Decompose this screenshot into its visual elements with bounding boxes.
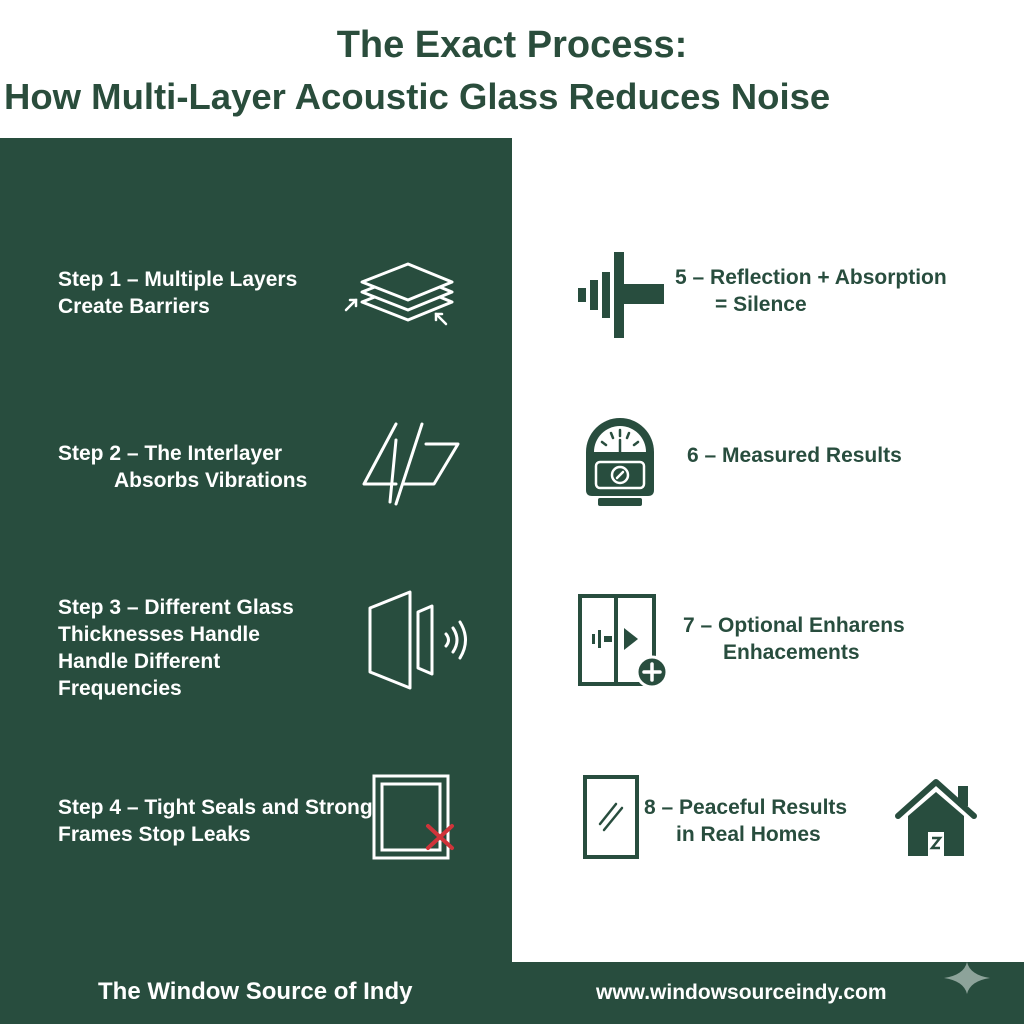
- step-4-text: Step 4 – Tight Seals and Strong Frames S…: [58, 794, 373, 848]
- step-8-text: 8 – Peaceful Results in Real Homes: [644, 794, 847, 848]
- step-8-line-2: in Real Homes: [676, 823, 821, 846]
- step-1-line-1: Step 1 – Multiple Layers: [58, 268, 298, 291]
- sound-wall-icon: [576, 252, 668, 338]
- step-7-line-1: 7 – Optional Enharens: [683, 614, 905, 637]
- step-2-line-2: Absorbs Vibrations: [114, 469, 308, 492]
- window-plus-icon: [576, 592, 672, 692]
- company-name: The Window Source of Indy: [98, 978, 413, 1005]
- page-subtitle: How Multi-Layer Acoustic Glass Reduces N…: [4, 76, 831, 117]
- sparkle-icon: [942, 960, 992, 1001]
- step-1-line-2: Create Barriers: [58, 295, 210, 318]
- step-3-line-1: Step 3 – Different Glass: [58, 596, 294, 619]
- step-5-text: 5 – Reflection + Absorption = Silence: [675, 264, 947, 318]
- website-link[interactable]: www.windowsourceindy.com: [596, 981, 887, 1004]
- house-icon: [894, 778, 980, 858]
- header: The Exact Process: How Multi-Layer Acous…: [0, 0, 1024, 138]
- window-pane-icon: [582, 774, 642, 860]
- step-7-text: 7 – Optional Enharens Enhacements: [683, 612, 905, 666]
- step-5-line-2: = Silence: [715, 293, 807, 316]
- stacked-layers-icon: [340, 250, 460, 340]
- step-3-line-2: Thicknesses Handle: [58, 623, 260, 646]
- step-4-line-2: Frames Stop Leaks: [58, 823, 251, 846]
- step-8-line-1: 8 – Peaceful Results: [644, 796, 848, 819]
- page-title: The Exact Process:: [336, 24, 688, 66]
- step-3-line-3: Handle Different: [58, 650, 221, 673]
- step-2-line-1: Step 2 – The Interlayer: [58, 442, 283, 465]
- step-3-line-4: Frequencies: [58, 677, 182, 700]
- interlayer-icon: [356, 422, 466, 506]
- step-1-text: Step 1 – Multiple Layers Create Barriers: [58, 266, 297, 320]
- frame-seal-icon: [372, 774, 458, 860]
- step-7-line-2: Enhacements: [723, 641, 860, 664]
- step-6-line-1: 6 – Measured Results: [687, 444, 902, 467]
- step-4-line-1: Step 4 – Tight Seals and Strong: [58, 796, 373, 819]
- step-6-text: 6 – Measured Results: [687, 442, 902, 469]
- left-panel: Step 1 – Multiple Layers Create Barriers…: [0, 138, 512, 962]
- footer: The Window Source of Indy www.windowsour…: [0, 962, 1024, 1024]
- step-2-text: Step 2 – The Interlayer Absorbs Vibratio…: [58, 440, 307, 494]
- right-panel: 5 – Reflection + Absorption = Silence 6 …: [512, 138, 1024, 962]
- glass-panes-sound-icon: [364, 588, 474, 692]
- step-5-line-1: 5 – Reflection + Absorption: [675, 266, 947, 289]
- decibel-meter-icon: [584, 418, 656, 508]
- step-3-text: Step 3 – Different Glass Thicknesses Han…: [58, 594, 294, 702]
